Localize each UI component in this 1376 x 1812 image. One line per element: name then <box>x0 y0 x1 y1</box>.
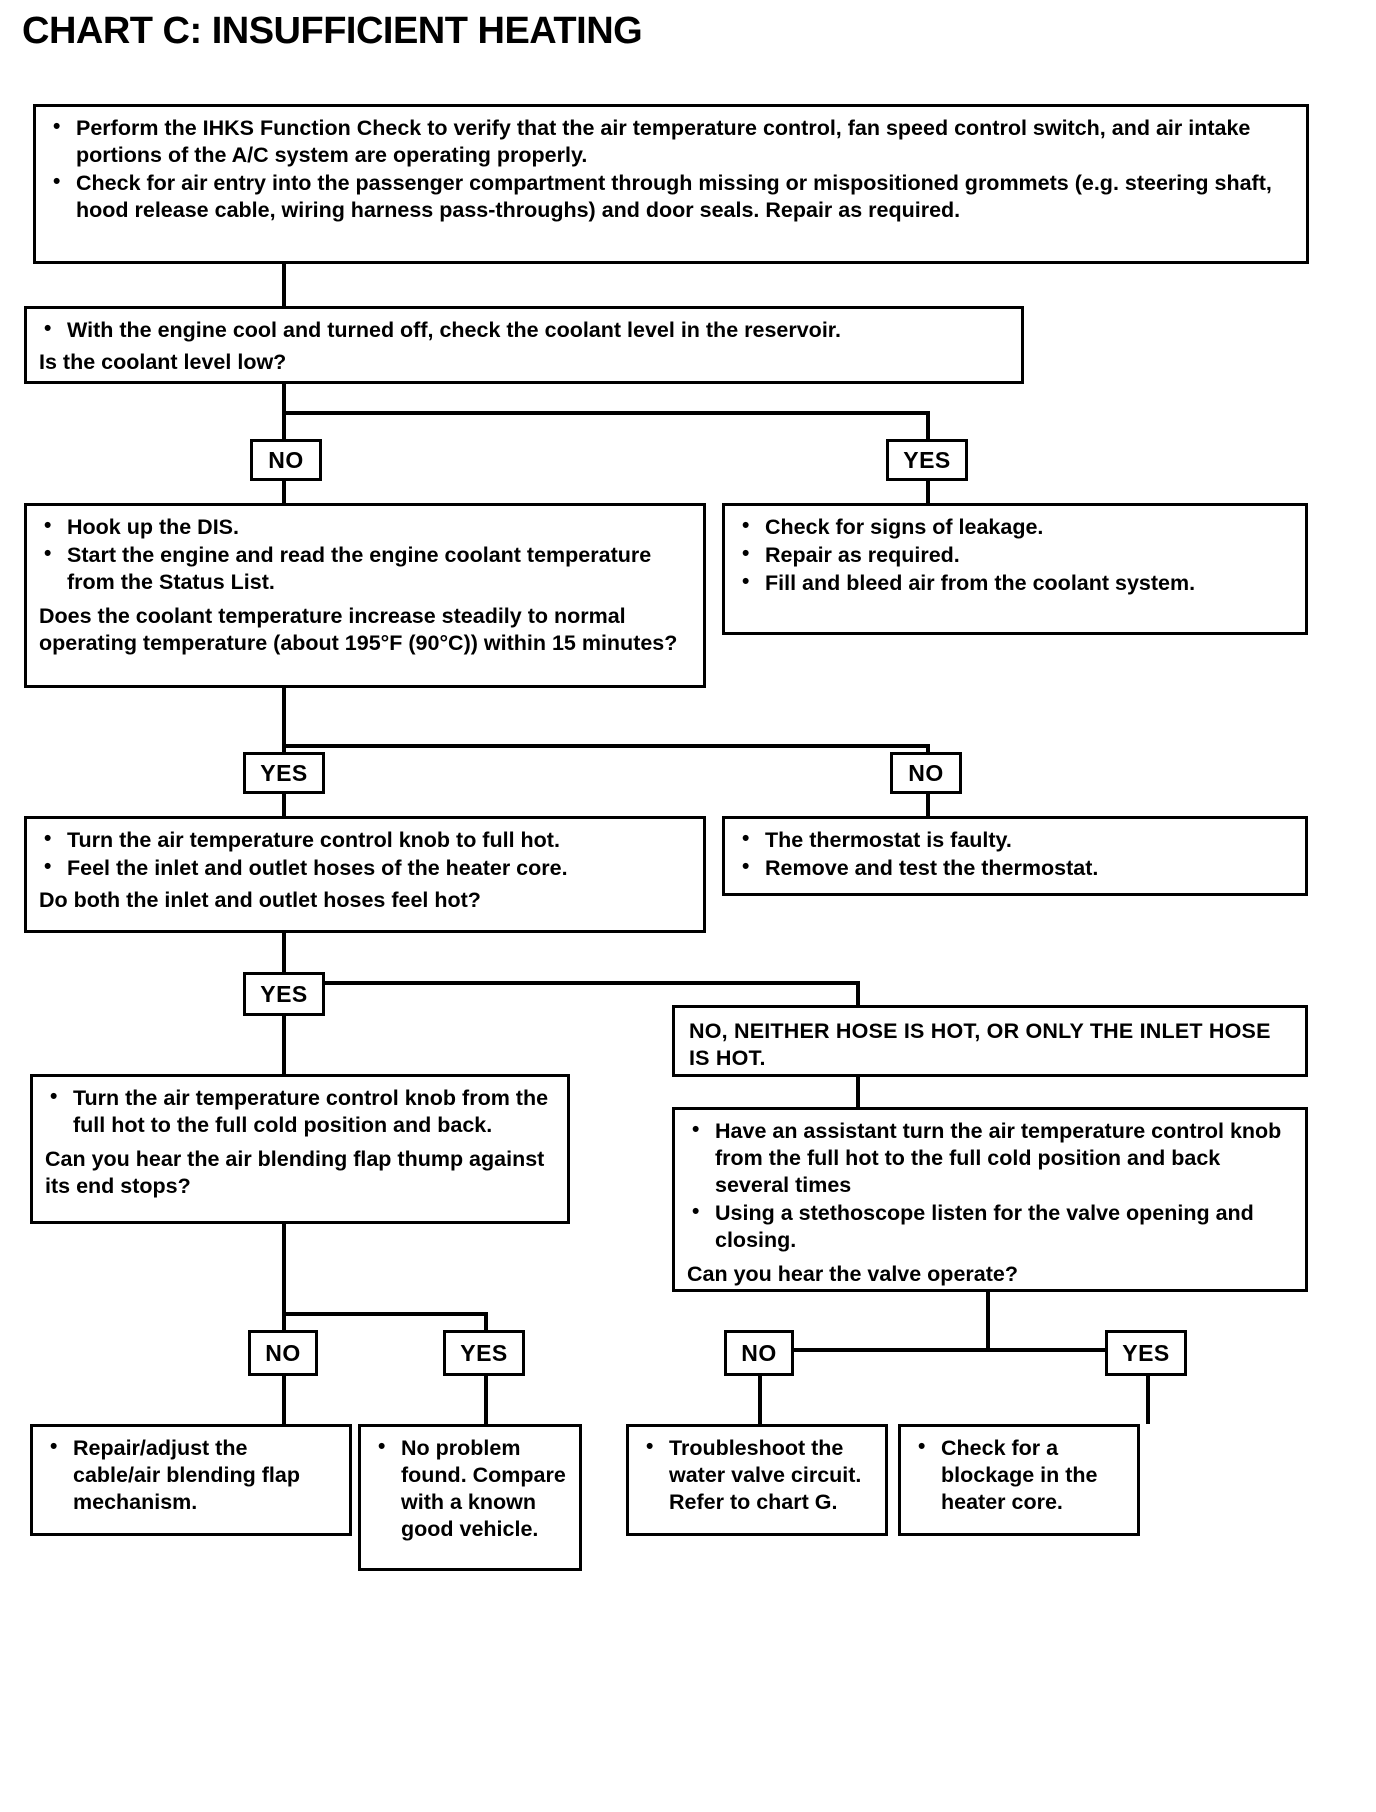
branch-label-yes[interactable]: YES <box>243 752 325 794</box>
blend-flap-question: Can you hear the air blending flap thump… <box>45 1147 545 1199</box>
connector-vertical <box>282 384 286 414</box>
list-item: Hook up the DIS. <box>39 513 693 541</box>
branch-label-yes[interactable]: YES <box>243 972 325 1016</box>
dis-question: Does the coolant temperature increase st… <box>39 604 678 656</box>
connector-vertical <box>282 688 286 748</box>
coolant-level-question: Is the coolant level low? <box>39 350 287 375</box>
connector-vertical <box>758 1376 762 1424</box>
list-item: Repair/adjust the cable/air blending fla… <box>45 1434 339 1516</box>
connector-vertical <box>926 794 930 816</box>
hoses-question: Do both the inlet and outlet hoses feel … <box>39 888 481 913</box>
list-item: No problem found. Compare with a known g… <box>373 1434 569 1543</box>
connector-vertical <box>282 1312 286 1332</box>
list-item: Start the engine and read the engine coo… <box>39 541 693 596</box>
connector-vertical <box>1146 1376 1150 1424</box>
connector-vertical <box>282 1376 286 1424</box>
branch-label-no[interactable]: NO <box>724 1330 794 1376</box>
node-no-problem-found: No problem found. Compare with a known g… <box>358 1424 582 1571</box>
node-repair-cable-flap: Repair/adjust the cable/air blending fla… <box>30 1424 352 1536</box>
blend-flap-bullet-list: Turn the air temperature control knob fr… <box>45 1084 557 1139</box>
branch-label-no[interactable]: NO <box>248 1330 318 1376</box>
node-check-heater-core-blockage: Check for a blockage in the heater core. <box>898 1424 1140 1536</box>
page-title: CHART C: INSUFFICIENT HEATING <box>22 10 643 52</box>
list-item: Repair as required. <box>737 541 1295 569</box>
thermostat-bullet-list: The thermostat is faulty. Remove and tes… <box>737 826 1295 882</box>
hoses-bullet-list: Turn the air temperature control knob to… <box>39 826 693 882</box>
list-item: Remove and test the thermostat. <box>737 854 1295 882</box>
list-item: With the engine cool and turned off, che… <box>39 316 1011 344</box>
list-item: Fill and bleed air from the coolant syst… <box>737 569 1295 597</box>
list-item: Using a stethoscope listen for the valve… <box>687 1199 1295 1254</box>
list-item: Turn the air temperature control knob fr… <box>45 1084 557 1139</box>
list-item: Have an assistant turn the air temperatu… <box>687 1117 1295 1199</box>
connector-horizontal <box>758 1348 1150 1352</box>
connector-vertical <box>282 794 286 816</box>
leakage-bullet-list: Check for signs of leakage. Repair as re… <box>737 513 1295 597</box>
connector-vertical <box>926 411 930 439</box>
connector-vertical <box>484 1376 488 1424</box>
node-no-neither-hose-banner: NO, NEITHER HOSE IS HOT, OR ONLY THE INL… <box>672 1005 1308 1077</box>
connector-vertical <box>282 481 286 503</box>
connector-vertical <box>986 1292 990 1352</box>
node-air-blending-flap-check: Turn the air temperature control knob fr… <box>30 1074 570 1224</box>
coolant-level-bullet-list: With the engine cool and turned off, che… <box>39 316 1011 344</box>
connector-horizontal <box>282 744 930 748</box>
list-item: Troubleshoot the water valve circuit. Re… <box>641 1434 875 1516</box>
node-coolant-level-check: With the engine cool and turned off, che… <box>24 306 1024 384</box>
connector-vertical <box>282 1224 286 1316</box>
valve-listen-bullet-list: Have an assistant turn the air temperatu… <box>687 1117 1295 1254</box>
node-valve-listen-check: Have an assistant turn the air temperatu… <box>672 1107 1308 1292</box>
node-heater-hoses-check: Turn the air temperature control knob to… <box>24 816 706 933</box>
node-dis-coolant-temperature: Hook up the DIS. Start the engine and re… <box>24 503 706 688</box>
branch-label-no[interactable]: NO <box>250 439 322 481</box>
connector-vertical <box>926 481 930 503</box>
connector-vertical <box>282 411 286 439</box>
branch-label-yes[interactable]: YES <box>443 1330 525 1376</box>
connector-vertical <box>484 1312 488 1332</box>
connector-horizontal <box>282 1312 488 1316</box>
node-thermostat-faulty: The thermostat is faulty. Remove and tes… <box>722 816 1308 896</box>
connector-vertical <box>856 981 860 1005</box>
branch-label-yes[interactable]: YES <box>1105 1330 1187 1376</box>
connector-vertical <box>282 1016 286 1074</box>
list-item: Feel the inlet and outlet hoses of the h… <box>39 854 693 882</box>
node-preliminary-checks: Perform the IHKS Function Check to verif… <box>33 104 1309 264</box>
list-item: The thermostat is faulty. <box>737 826 1295 854</box>
no-neither-hose-text: NO, NEITHER HOSE IS HOT, OR ONLY THE INL… <box>689 1019 1271 1071</box>
node-check-leakage: Check for signs of leakage. Repair as re… <box>722 503 1308 635</box>
list-item: Check for signs of leakage. <box>737 513 1295 541</box>
dis-bullet-list: Hook up the DIS. Start the engine and re… <box>39 513 693 596</box>
valve-listen-question: Can you hear the valve operate? <box>687 1262 1018 1287</box>
connector-horizontal <box>282 981 860 985</box>
branch-label-yes[interactable]: YES <box>886 439 968 481</box>
list-item: Check for air entry into the passenger c… <box>48 169 1296 224</box>
list-item: Turn the air temperature control knob to… <box>39 826 693 854</box>
connector-horizontal <box>282 411 930 415</box>
repair-cable-bullet-list: Repair/adjust the cable/air blending fla… <box>45 1434 339 1516</box>
blockage-bullet-list: Check for a blockage in the heater core. <box>913 1434 1127 1516</box>
list-item: Perform the IHKS Function Check to verif… <box>48 114 1296 169</box>
node-troubleshoot-water-valve: Troubleshoot the water valve circuit. Re… <box>626 1424 888 1536</box>
preliminary-bullet-list: Perform the IHKS Function Check to verif… <box>48 114 1296 224</box>
connector-vertical <box>282 933 286 985</box>
water-valve-bullet-list: Troubleshoot the water valve circuit. Re… <box>641 1434 875 1516</box>
connector-vertical <box>856 1077 860 1107</box>
no-problem-bullet-list: No problem found. Compare with a known g… <box>373 1434 569 1543</box>
list-item: Check for a blockage in the heater core. <box>913 1434 1127 1516</box>
connector-vertical <box>282 264 286 306</box>
branch-label-no[interactable]: NO <box>890 752 962 794</box>
